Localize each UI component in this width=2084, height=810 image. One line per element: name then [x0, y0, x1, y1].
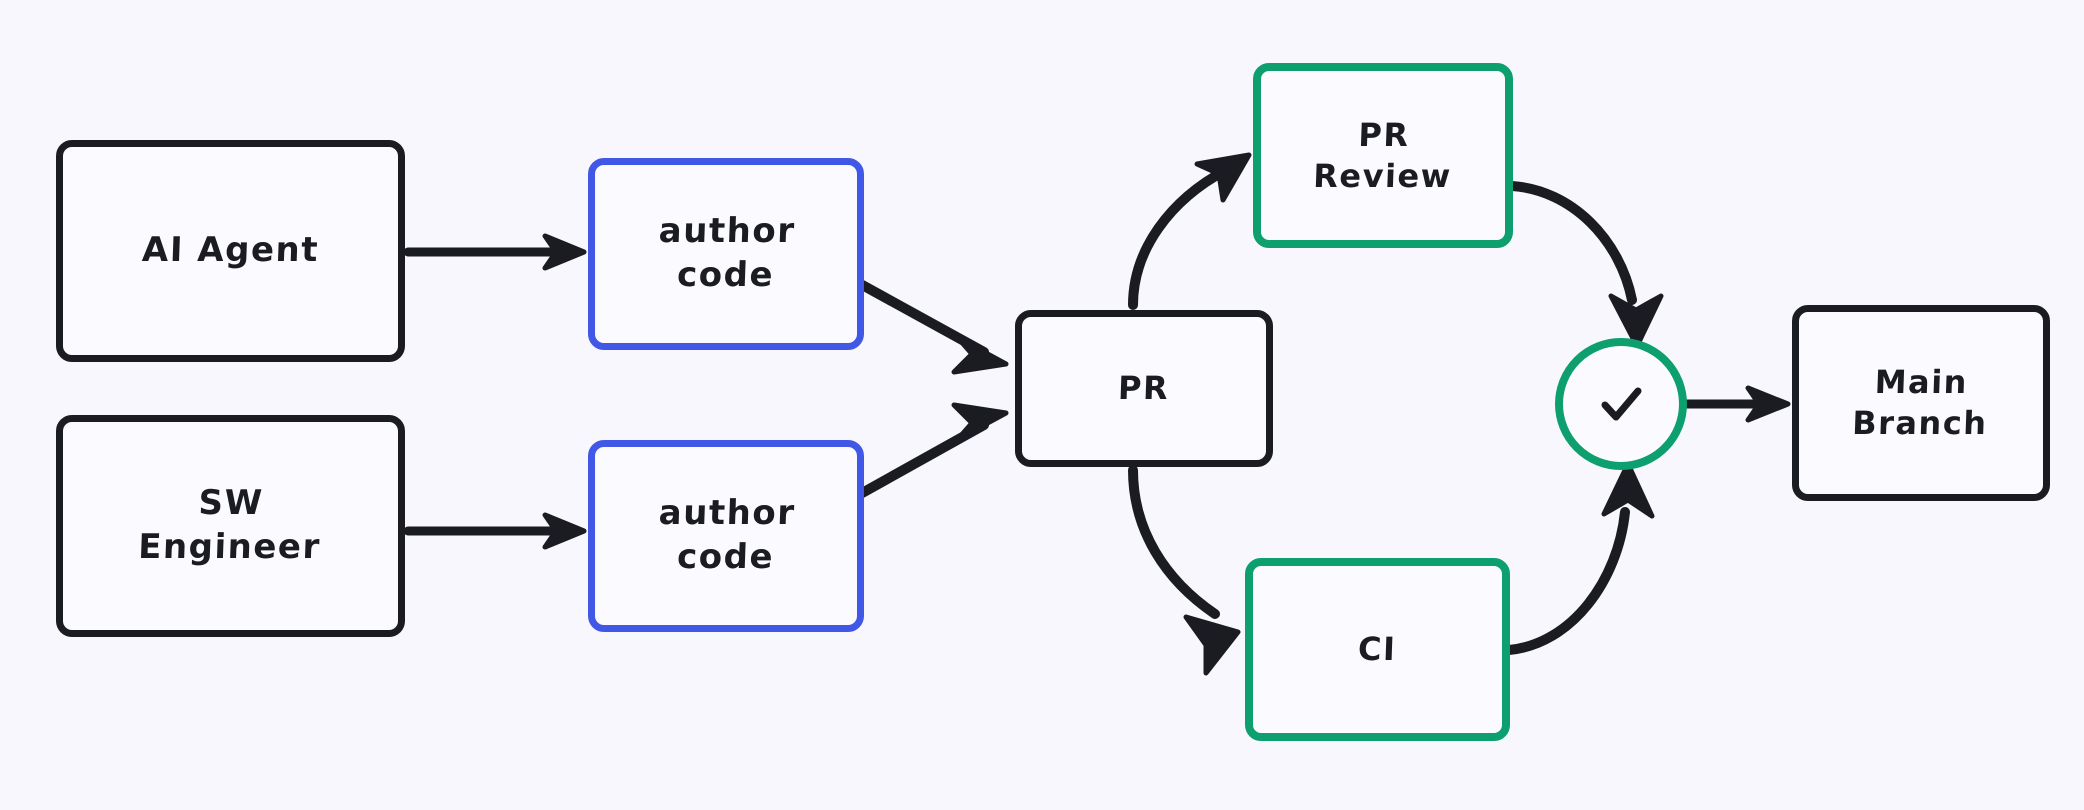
- check-icon: [1589, 372, 1653, 436]
- node-pr[interactable]: PR: [1015, 310, 1273, 467]
- edge-merge-check-to-main-branch: [1679, 385, 1791, 423]
- node-main-branch-label: Main Branch: [1851, 363, 1989, 442]
- node-author-code-bottom-label: author code: [657, 493, 796, 577]
- edge-pr-to-ci: [1128, 465, 1241, 676]
- edge-sw-engineer-to-author-code: [403, 512, 587, 550]
- node-ci[interactable]: CI: [1245, 558, 1510, 741]
- edge-author-code-top-to-pr: [850, 276, 1009, 375]
- node-author-code-bottom[interactable]: author code: [588, 440, 864, 632]
- node-pr-review-label: PR Review: [1312, 115, 1453, 195]
- node-sw-engineer[interactable]: SW Engineer: [56, 415, 405, 637]
- node-author-code-top[interactable]: author code: [588, 158, 864, 350]
- edge-ai-agent-to-author-code: [403, 233, 587, 271]
- node-ci-label: CI: [1357, 630, 1398, 669]
- node-ai-agent[interactable]: AI Agent: [56, 140, 405, 362]
- node-merge-check[interactable]: [1555, 338, 1687, 470]
- node-sw-engineer-label: SW Engineer: [137, 483, 322, 567]
- edge-author-code-bot-to-pr: [850, 402, 1009, 502]
- edge-pr-review-to-merge-check: [1507, 181, 1664, 349]
- node-main-branch[interactable]: Main Branch: [1792, 305, 2050, 501]
- node-author-code-top-label: author code: [657, 211, 796, 295]
- edge-ci-to-merge-check: [1504, 461, 1655, 655]
- edge-pr-to-pr-review: [1128, 152, 1252, 310]
- node-pr-review[interactable]: PR Review: [1253, 63, 1513, 248]
- node-pr-label: PR: [1117, 369, 1171, 408]
- node-ai-agent-label: AI Agent: [141, 230, 320, 271]
